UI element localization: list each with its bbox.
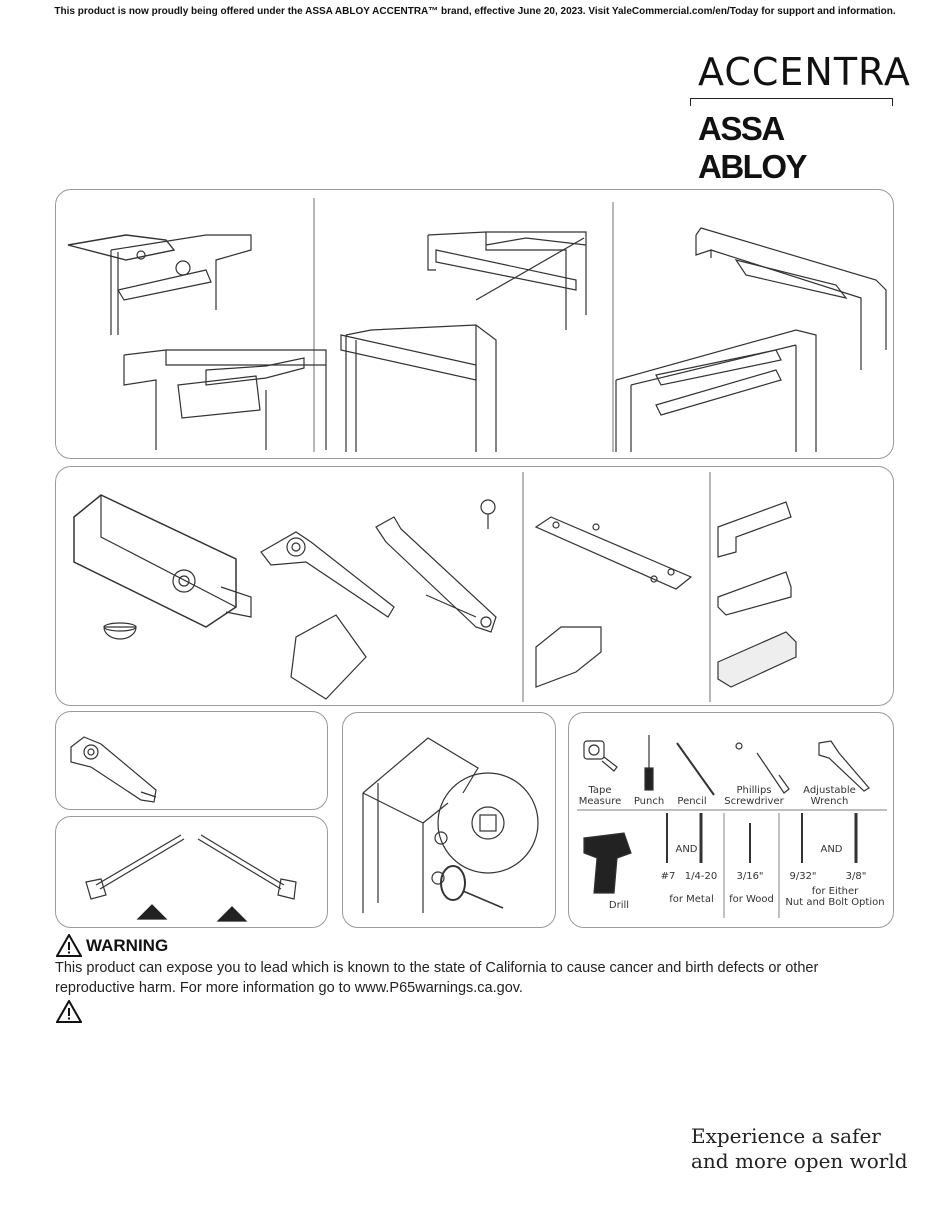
brand-notice: This product is now proudly being offere… <box>54 6 896 17</box>
mounting-illustrations <box>67 198 887 452</box>
for-metal-label: for Metal <box>669 894 714 905</box>
warning-title: WARNING <box>86 935 169 955</box>
arm-assembly-panel <box>55 711 328 810</box>
drill-label: Drill <box>608 900 630 911</box>
phillips-screwdriver-label: Phillips Screwdriver <box>724 785 784 807</box>
logo-assa-abloy: ASSA ABLOY <box>698 110 808 185</box>
warning-triangle-icon <box>56 934 82 957</box>
rod-orientation-panel <box>55 816 328 928</box>
brand-logo: ACCENTRA ASSA ABLOY <box>690 50 910 185</box>
mounting-illustrations-panel <box>55 189 894 459</box>
warning-heading: WARNING <box>56 934 168 957</box>
punch-label: Punch <box>633 796 665 807</box>
logo-divider <box>690 98 893 106</box>
brand-tagline: Experience a safer and more open world <box>691 1124 908 1173</box>
logo-accentra: ACCENTRA <box>698 50 911 94</box>
warning-text: This product can expose you to lead whic… <box>55 960 819 996</box>
parts-illustrations <box>73 472 797 702</box>
closer-detail-illustration <box>362 737 539 913</box>
for-either-label: for Either Nut and Bolt Option <box>785 886 885 908</box>
and-label-2: AND <box>820 844 843 855</box>
rod-orientation-illustration <box>85 834 297 922</box>
bit-1420-label: 1/4-20 <box>684 871 718 882</box>
tape-measure-label: Tape Measure <box>578 785 622 807</box>
bit-7-label: #7 <box>660 871 676 882</box>
bit-38-label: 3/8" <box>845 871 867 882</box>
closer-detail-panel <box>342 712 556 928</box>
adjustable-wrench-label: Adjustable Wrench <box>803 785 856 807</box>
tools-illustrations <box>577 735 887 918</box>
arm-assembly-illustration <box>70 736 157 803</box>
tools-panel: Tape Measure Punch Pencil Phillips Screw… <box>568 712 894 928</box>
parts-panel <box>55 466 894 706</box>
warning-triangle-icon <box>56 1000 82 1023</box>
and-label-1: AND <box>675 844 698 855</box>
pencil-label: Pencil <box>677 796 707 807</box>
bit-932-label: 9/32" <box>789 871 817 882</box>
for-wood-label: for Wood <box>729 894 774 905</box>
bit-316-label: 3/16" <box>736 871 764 882</box>
